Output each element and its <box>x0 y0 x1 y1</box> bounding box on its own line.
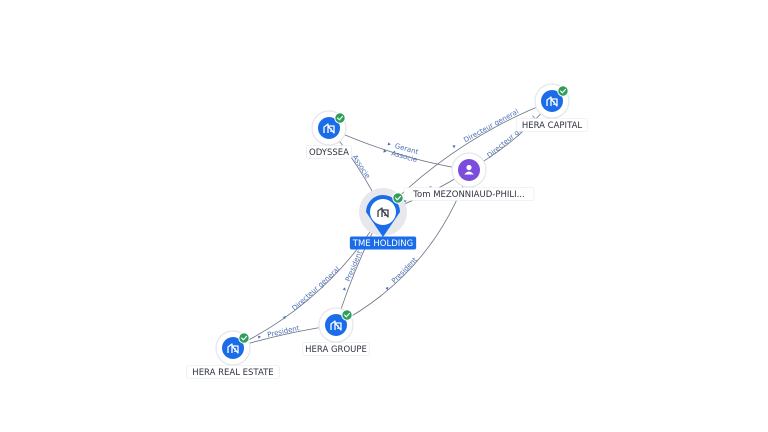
building-icon <box>227 343 239 354</box>
edge-label: President <box>344 249 364 282</box>
person-icon <box>464 164 474 175</box>
edge-arrow-icon <box>342 287 346 291</box>
node-hera_groupe[interactable]: HERA GROUPE <box>302 307 370 356</box>
building-icon <box>377 207 389 218</box>
node-label-bg <box>515 118 589 132</box>
edge-arrow-icon <box>387 142 391 146</box>
edge-label: President <box>390 256 419 285</box>
node-hera_capital[interactable]: HERA CAPITAL <box>515 83 589 132</box>
edge-arrow-icon <box>452 145 456 149</box>
edge-arrow-icon <box>257 335 261 339</box>
edge-line[interactable] <box>232 211 384 349</box>
node-label: ODYSSEA <box>309 148 349 158</box>
node-tme[interactable]: TME HOLDING <box>349 188 417 250</box>
node-label-bg <box>403 187 535 201</box>
node-tom[interactable]: Tom MEZONNIAUD-PHILI... <box>403 152 535 201</box>
verified-check-icon <box>392 192 404 204</box>
edge-arrow-icon <box>383 149 387 153</box>
node-label: HERA REAL ESTATE <box>192 368 273 378</box>
node-label-bg <box>306 145 352 159</box>
node-label: TME HOLDING <box>352 239 413 249</box>
edge-label: Associe <box>351 153 372 180</box>
building-icon <box>323 123 335 134</box>
edge-label: Directeur general <box>291 265 342 312</box>
verified-check-icon <box>334 112 346 124</box>
node-odyssea[interactable]: ODYSSEA <box>306 110 352 159</box>
verified-check-icon <box>238 332 250 344</box>
node-label-bg <box>302 342 370 356</box>
node-label: HERA CAPITAL <box>522 121 583 131</box>
verified-check-icon <box>557 85 569 97</box>
edge-e8[interactable]: Directeur general <box>232 211 384 349</box>
building-icon <box>546 96 558 107</box>
edge-arrow-icon <box>282 316 286 320</box>
nodes-layer: TME HOLDING ODYSSEA HERA CAPITAL Tom MEZONN… <box>186 83 589 379</box>
building-icon <box>330 320 342 331</box>
node-label-bg <box>349 236 417 250</box>
verified-check-icon <box>341 309 353 321</box>
node-label: Tom MEZONNIAUD-PHILI... <box>412 190 524 200</box>
node-hera_re[interactable]: HERA REAL ESTATE <box>186 330 280 379</box>
node-label: HERA GROUPE <box>305 345 367 355</box>
edge-arrow-icon <box>385 286 389 291</box>
node-label-bg <box>186 365 280 379</box>
